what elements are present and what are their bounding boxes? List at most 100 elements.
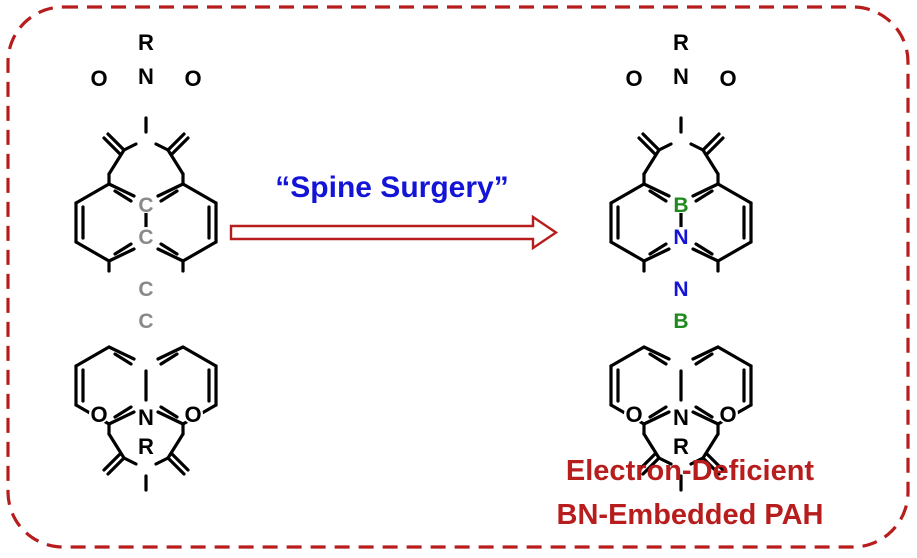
product-bonds bbox=[609, 116, 753, 492]
atom-label-backdrop bbox=[672, 279, 690, 297]
product-bond bbox=[694, 242, 714, 256]
atom-label-backdrop bbox=[183, 404, 203, 424]
atom-label-backdrop bbox=[137, 311, 155, 329]
reactant-bond bbox=[181, 240, 218, 263]
reactant-bottom-left-o: O bbox=[90, 402, 107, 427]
reactant-bond bbox=[107, 345, 136, 361]
product-bond bbox=[716, 182, 753, 205]
product-bond bbox=[609, 182, 646, 205]
atom-label-backdrop bbox=[671, 436, 691, 456]
product-top-imide-n: N bbox=[673, 64, 689, 89]
caption-line-1: Electron-Deficient bbox=[566, 455, 814, 487]
product-atom-labels: R N O O B N N B O O N R bbox=[624, 30, 738, 459]
reactant-bond bbox=[170, 452, 190, 472]
product-bond bbox=[716, 240, 753, 263]
reactant-bottom-right-o: O bbox=[184, 402, 201, 427]
reactant-bond bbox=[113, 405, 133, 419]
reactant-bottom-imide-n: N bbox=[138, 405, 154, 430]
product-bond bbox=[609, 345, 646, 368]
reactant-bond bbox=[166, 148, 185, 176]
reactant-bond bbox=[159, 189, 179, 203]
product-bond bbox=[701, 456, 721, 476]
product-bottom-r: R bbox=[673, 434, 689, 459]
reactant-core-c-4: C bbox=[138, 310, 153, 333]
product-molecule: R N O O B N N B O O N R bbox=[609, 30, 753, 492]
atom-label-backdrop bbox=[89, 404, 109, 424]
reactant-bond bbox=[106, 456, 126, 476]
reactant-bond bbox=[113, 352, 133, 366]
atom-label-backdrop bbox=[137, 227, 155, 245]
reactant-bond bbox=[154, 456, 170, 466]
product-bond bbox=[691, 182, 720, 198]
reactant-top-r: R bbox=[138, 30, 154, 55]
reactant-core-c-2: C bbox=[138, 226, 153, 249]
product-bond bbox=[642, 345, 671, 361]
reaction-arrow bbox=[229, 214, 559, 251]
reactant-molecule: R N O O C C C C O O N R bbox=[74, 30, 218, 492]
product-bottom-imide-n: N bbox=[673, 405, 689, 430]
atom-label-backdrop bbox=[136, 407, 156, 427]
product-bond bbox=[701, 132, 721, 152]
product-bond bbox=[657, 456, 673, 466]
product-bond bbox=[705, 136, 725, 156]
product-bond bbox=[657, 142, 673, 152]
reactant-bond bbox=[74, 240, 111, 263]
reactant-bond bbox=[170, 136, 190, 156]
atom-label-backdrop bbox=[718, 68, 738, 88]
atom-label-backdrop bbox=[671, 32, 691, 52]
reactant-bond bbox=[166, 132, 186, 152]
product-bond bbox=[694, 352, 714, 366]
atom-label-backdrop bbox=[136, 66, 156, 86]
reactant-bond bbox=[159, 242, 179, 256]
product-bond bbox=[637, 452, 657, 472]
reactant-bond bbox=[102, 452, 122, 472]
product-bond bbox=[648, 189, 668, 203]
atom-label-backdrop bbox=[137, 279, 155, 297]
reactant-bonds bbox=[74, 116, 218, 492]
reactant-bond bbox=[156, 410, 185, 426]
reactant-bond bbox=[159, 405, 179, 419]
atom-label-backdrop bbox=[671, 66, 691, 86]
reactant-bond bbox=[113, 242, 133, 256]
product-bond bbox=[642, 148, 661, 176]
product-bond bbox=[701, 148, 720, 176]
product-core-n-bottom: N bbox=[673, 278, 688, 301]
reactant-bond bbox=[166, 456, 186, 476]
atom-label-backdrop bbox=[671, 407, 691, 427]
product-bond bbox=[689, 142, 705, 152]
reactant-core-c-3: C bbox=[138, 278, 153, 301]
product-bond bbox=[694, 189, 714, 203]
product-core-b-bottom: B bbox=[673, 310, 688, 333]
product-bond bbox=[694, 405, 714, 419]
reactant-bond bbox=[159, 352, 179, 366]
atom-label-backdrop bbox=[183, 68, 203, 88]
reactant-atom-labels: R N O O C C C C O O N R bbox=[89, 30, 203, 459]
product-bond bbox=[641, 132, 661, 152]
atom-label-backdrop bbox=[89, 68, 109, 88]
product-bond bbox=[716, 345, 753, 368]
reactant-bond bbox=[106, 132, 126, 152]
product-bond bbox=[648, 405, 668, 419]
product-bond bbox=[642, 247, 671, 263]
reactant-bond bbox=[154, 142, 170, 152]
atom-label-backdrop bbox=[624, 68, 644, 88]
product-top-right-o: O bbox=[719, 66, 736, 91]
reactant-bond bbox=[74, 345, 111, 368]
reactant-bond bbox=[156, 182, 185, 198]
product-core-b-top: B bbox=[673, 194, 688, 217]
product-bond bbox=[642, 182, 671, 198]
reactant-bond bbox=[107, 182, 136, 198]
reactant-bond bbox=[107, 410, 136, 426]
product-bond bbox=[637, 136, 657, 156]
product-bond bbox=[689, 456, 705, 466]
reactant-bond bbox=[107, 148, 126, 176]
product-bond bbox=[648, 352, 668, 366]
reactant-bond bbox=[74, 182, 111, 205]
product-bond bbox=[642, 410, 671, 426]
reactant-bond bbox=[122, 142, 138, 152]
atom-label-backdrop bbox=[137, 195, 155, 213]
atom-label-backdrop bbox=[672, 227, 690, 245]
reactant-top-left-o: O bbox=[90, 66, 107, 91]
reactant-bond bbox=[102, 136, 122, 156]
